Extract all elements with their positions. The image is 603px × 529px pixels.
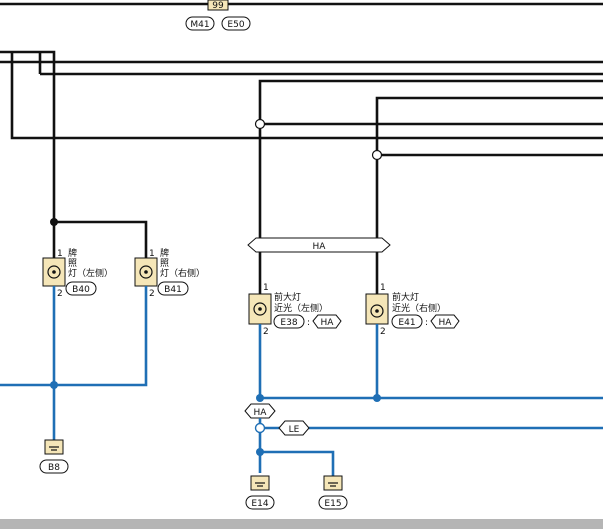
conn-e38-label: E38 <box>280 318 297 328</box>
conn-e50-label: E50 <box>227 20 244 30</box>
conn-b41-label: B41 <box>164 285 182 295</box>
junction-le-tag <box>278 420 310 436</box>
wire-head-left-feed <box>258 79 603 258</box>
license-right-name-2: 照 <box>160 258 169 269</box>
conn-e41-oval <box>391 314 423 329</box>
conn-e50-oval <box>221 16 251 31</box>
bulb-filament-icon <box>52 270 56 274</box>
bulb-icon <box>47 265 61 279</box>
license-left-name-2: 照 <box>68 258 77 269</box>
ground-e15-label: E15 <box>324 499 341 509</box>
ha-bar-label: HA <box>313 242 327 252</box>
bulb-icon <box>370 304 384 318</box>
bottom-scroll-bar[interactable] <box>0 519 603 529</box>
wire-left-loop <box>10 52 603 140</box>
terminal-99-label: 99 <box>212 1 224 11</box>
junction-license <box>50 218 58 226</box>
junction-license-ground <box>50 381 58 389</box>
head-left-ha-label: HA <box>321 318 335 328</box>
head-left-ha-tag <box>312 314 342 329</box>
head-right-pin2: 2 <box>380 327 386 337</box>
license-right-pin2: 2 <box>149 289 155 299</box>
junction-le-label: LE <box>289 425 300 435</box>
conn-b40-label: B40 <box>72 285 90 295</box>
head-right-name-1: 前大灯 <box>392 291 419 303</box>
bulb-filament-icon <box>258 307 262 311</box>
head-right-pin1: 1 <box>380 283 386 293</box>
junction-head-right-ground <box>373 394 381 402</box>
wire-ground-e15 <box>260 450 335 476</box>
ground-e14-label: E14 <box>251 499 268 509</box>
conn-m41-label: M41 <box>190 20 209 30</box>
wire-license-right-ground <box>0 286 148 387</box>
license-left-pin1: 1 <box>57 249 63 259</box>
junction-ground-split <box>256 448 264 456</box>
bulb-icon <box>253 302 267 316</box>
junction-head-ground <box>256 394 264 402</box>
conn-e38-oval <box>273 314 305 329</box>
bulb-filament-icon <box>144 270 148 274</box>
wire-license-branch <box>54 220 148 258</box>
license-left-pin2: 2 <box>57 289 63 299</box>
head-left-pin1: 1 <box>263 283 269 293</box>
license-right-name-3: 灯（右侧） <box>160 267 205 279</box>
head-right-name-2: 近光（右侧） <box>392 302 446 314</box>
license-left-name-1: 牌 <box>68 247 77 259</box>
ha-bar <box>247 237 391 253</box>
junction-ha-label: HA <box>254 408 268 418</box>
conn-e41-label: E41 <box>398 318 415 328</box>
bulb-icon <box>139 265 153 279</box>
head-left-name-2: 近光（左侧） <box>274 302 328 314</box>
ground-e15-oval <box>318 495 348 510</box>
license-right-name-1: 牌 <box>160 247 169 259</box>
license-left-name-3: 灯（左侧） <box>68 267 113 279</box>
head-left-name-1: 前大灯 <box>274 291 301 303</box>
head-left-sep: : <box>307 318 310 328</box>
conn-m41-oval <box>185 16 215 31</box>
head-right-sep: : <box>425 318 428 328</box>
conn-b41-oval <box>157 281 189 296</box>
wire-head-right-feed <box>375 96 603 258</box>
bulb-filament-icon <box>375 309 379 313</box>
ground-b8-oval <box>39 459 69 474</box>
headlamp-right-body <box>365 293 389 325</box>
head-right-ha-tag <box>430 314 460 329</box>
splice-point-left <box>254 118 266 130</box>
license-right-pin1: 1 <box>149 249 155 259</box>
terminal-99-box <box>207 0 229 11</box>
head-left-pin2: 2 <box>263 327 269 337</box>
ground-e14-oval <box>245 495 275 510</box>
splice-point-right <box>371 149 383 161</box>
splice-point-le <box>254 422 266 434</box>
ground-b8-label: B8 <box>48 463 60 473</box>
wire-head-left-ground <box>258 324 603 400</box>
junction-ha-tag <box>244 403 276 419</box>
head-right-ha-label: HA <box>439 318 453 328</box>
conn-b40-oval <box>65 281 97 296</box>
wire-left-main <box>0 50 56 222</box>
